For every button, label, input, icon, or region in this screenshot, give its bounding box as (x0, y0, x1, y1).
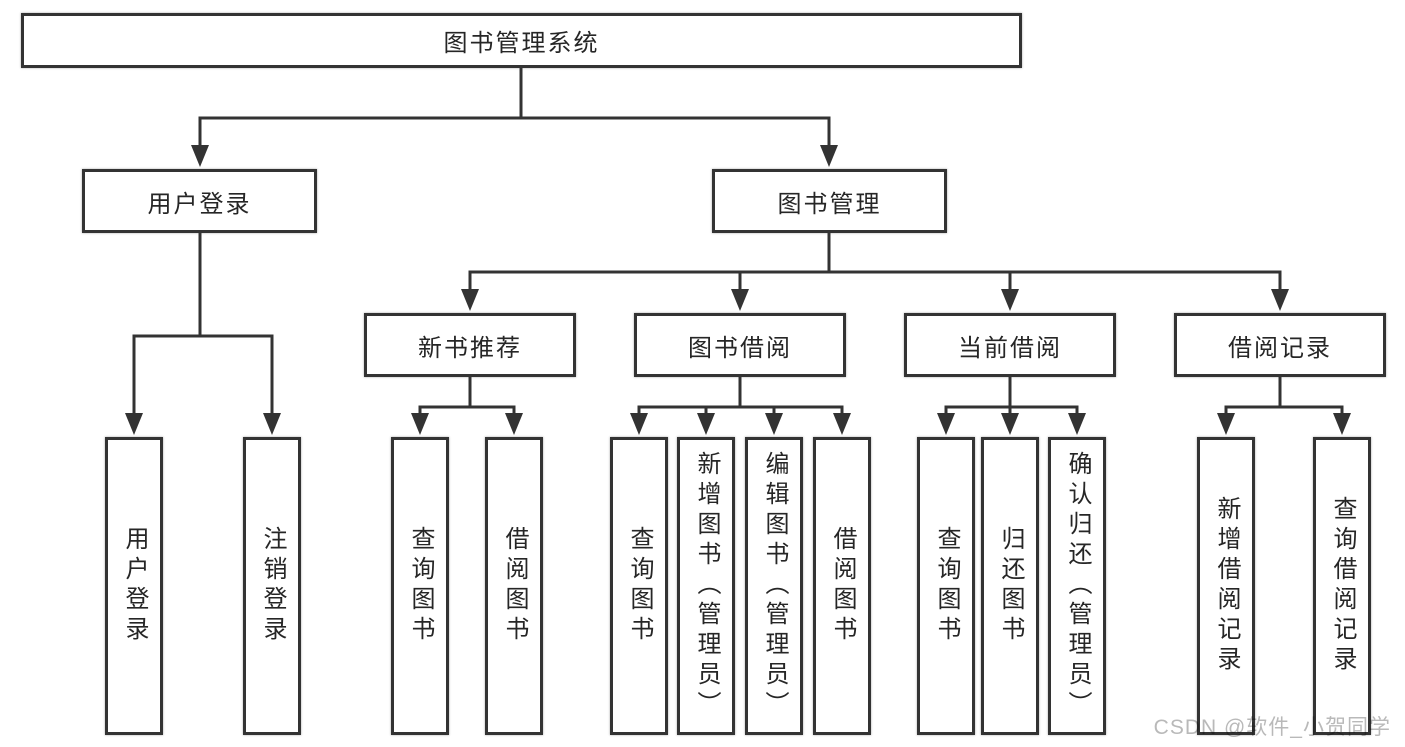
arrowhead (1333, 413, 1351, 435)
leaf-query-book-current: 查询图书 (917, 437, 975, 735)
node-book-borrow: 图书借阅 (634, 313, 846, 377)
leaf-logout-label: 注销登录 (259, 526, 286, 646)
arrowhead (191, 145, 209, 167)
node-book-management: 图书管理 (712, 169, 947, 233)
node-new-book-recommend: 新书推荐 (364, 313, 576, 377)
arrowhead (820, 145, 838, 167)
leaf-user-login: 用户登录 (105, 437, 163, 735)
node-current-borrow-label: 当前借阅 (958, 334, 1062, 362)
leaf-borrow-book: 借阅图书 (813, 437, 871, 735)
leaf-add-borrow-record-label: 新增借阅记录 (1213, 496, 1240, 676)
leaf-query-borrow-record: 查询借阅记录 (1313, 437, 1371, 735)
connector-borrow-records-to-leaves (1224, 375, 1344, 420)
node-root-label: 图书管理系统 (443, 30, 600, 57)
arrowhead (125, 413, 143, 435)
arrowhead (765, 413, 783, 435)
leaf-user-login-label: 用户登录 (121, 526, 148, 646)
leaf-borrow-book-label: 借阅图书 (829, 526, 856, 646)
arrowhead (263, 413, 281, 435)
arrowhead (411, 413, 429, 435)
leaf-confirm-return-admin: 确认归还（管理员） (1048, 437, 1106, 735)
connector-user-login-to-leaves (132, 231, 274, 420)
leaf-confirm-return-admin-label: 确认归还（管理员） (1064, 451, 1091, 721)
connector-current-borrow-to-leaves (944, 375, 1079, 420)
arrowhead (731, 289, 749, 311)
node-borrow-records: 借阅记录 (1174, 313, 1386, 377)
connector-root-to-level2 (198, 66, 831, 152)
connector-new-book-to-leaves (418, 375, 516, 420)
arrowhead (1271, 289, 1289, 311)
leaf-add-borrow-record: 新增借阅记录 (1197, 437, 1255, 735)
leaf-return-book: 归还图书 (981, 437, 1039, 735)
leaf-edit-book-admin: 编辑图书（管理员） (745, 437, 803, 735)
leaf-borrow-book-recommend-label: 借阅图书 (501, 526, 528, 646)
node-root: 图书管理系统 (21, 13, 1022, 68)
leaf-add-book-admin-label: 新增图书（管理员） (693, 451, 720, 721)
leaf-query-book-recommend: 查询图书 (391, 437, 449, 735)
arrowhead (630, 413, 648, 435)
node-book-borrow-label: 图书借阅 (688, 334, 792, 362)
connector-book-management-to-level3 (468, 231, 1282, 296)
arrowhead (1001, 413, 1019, 435)
arrowhead (505, 413, 523, 435)
leaf-borrow-book-recommend: 借阅图书 (485, 437, 543, 735)
node-borrow-records-label: 借阅记录 (1228, 334, 1332, 362)
arrowhead (1217, 413, 1235, 435)
leaf-query-book-borrow-label: 查询图书 (626, 526, 653, 646)
node-user-login-label: 用户登录 (147, 190, 252, 218)
node-user-login: 用户登录 (82, 169, 317, 233)
leaf-query-book-borrow: 查询图书 (610, 437, 668, 735)
arrowhead (1001, 289, 1019, 311)
leaf-query-book-current-label: 查询图书 (933, 526, 960, 646)
node-book-management-label: 图书管理 (777, 190, 882, 218)
arrowhead (833, 413, 851, 435)
leaf-query-borrow-record-label: 查询借阅记录 (1329, 496, 1356, 676)
leaf-add-book-admin: 新增图书（管理员） (677, 437, 735, 735)
node-current-borrow: 当前借阅 (904, 313, 1116, 377)
node-new-book-recommend-label: 新书推荐 (418, 334, 522, 362)
arrowhead (937, 413, 955, 435)
arrowhead (697, 413, 715, 435)
watermark: CSDN @软件_小贺同学 (1153, 716, 1391, 739)
leaf-edit-book-admin-label: 编辑图书（管理员） (761, 451, 788, 721)
arrowhead (1068, 413, 1086, 435)
leaf-query-book-recommend-label: 查询图书 (407, 526, 434, 646)
leaf-logout: 注销登录 (243, 437, 301, 735)
connector-book-borrow-to-leaves (637, 375, 844, 420)
leaf-return-book-label: 归还图书 (997, 526, 1024, 646)
arrowhead (461, 289, 479, 311)
